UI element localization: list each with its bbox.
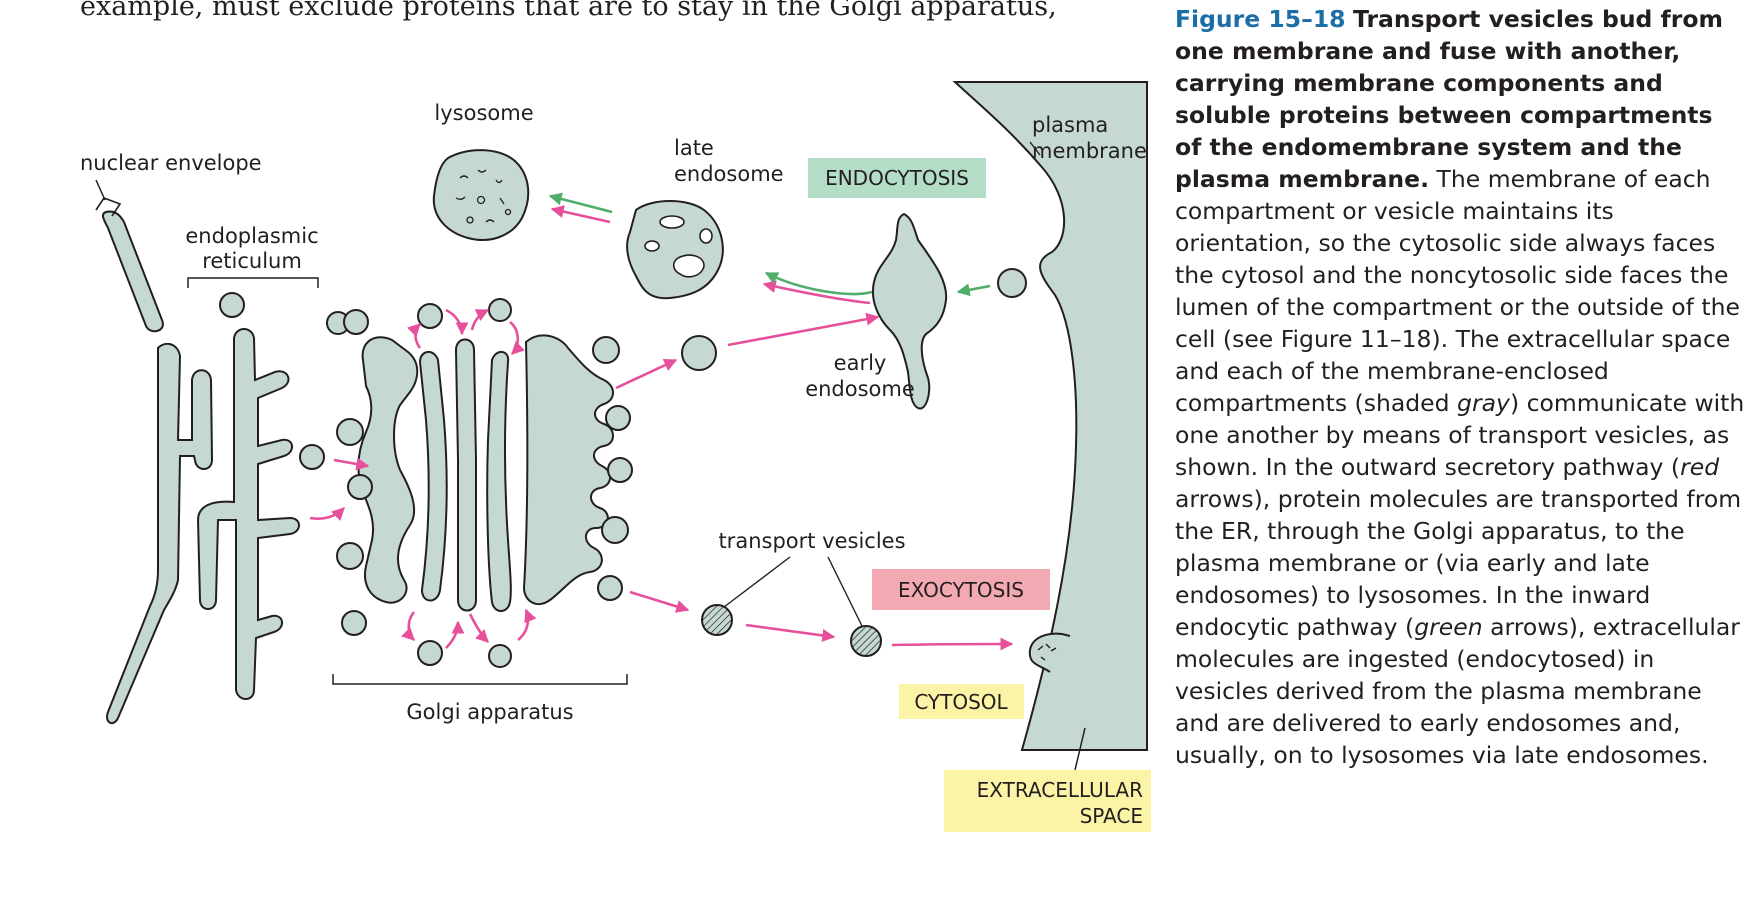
caption-text-1: The membrane of each compartment or vesi… [1175,165,1740,417]
released-cargo [1037,643,1057,661]
transport-vesicles-label: transport vesicles [718,529,905,553]
lysosome-label: lysosome [434,101,533,125]
early-endosome-label-line2: endosome [805,377,915,401]
golgi-to-endosome-vesicle [681,335,717,371]
nuclear-envelope-bracket [95,197,122,217]
exocytosis-box [872,569,1050,610]
nuclear-envelope-pointer [95,179,106,201]
late-endosome-lumen-vesicles [644,215,713,278]
caption-text-red: red [1680,453,1720,481]
golgi-apparatus [336,298,633,668]
secretory-arrows [309,205,1014,651]
extracellular-label-line2: SPACE [1080,804,1143,828]
body-text-fragment: example, must exclude proteins that are … [80,0,1057,22]
endocytic-vesicle [997,268,1027,298]
caption-title: Transport vesicles bud from one membrane… [1175,5,1723,193]
nuclear-envelope [101,210,164,333]
transport-vesicle-2 [850,625,882,657]
late-endosome-label-line2: endosome [674,162,784,186]
transport-vesicles-pointers [723,556,863,627]
early-endosome-label-line1: early [834,351,887,375]
late-endosome-label-line1: late [674,136,714,160]
extracellular-label-line1: EXTRACELLULAR [977,778,1143,802]
cytosol-label: CYTOSOL [914,690,1008,714]
early-endosome [872,212,948,410]
endocytosis-box [808,158,986,198]
endocytic-arrows [548,192,991,297]
caption-figure-number: Figure 15–18 [1175,5,1346,33]
caption-text-2: ) communicate with one another by means … [1175,389,1745,481]
exocytosis-label: EXOCYTOSIS [898,578,1024,602]
endoplasmic-reticulum [106,292,350,725]
plasma-membrane-label-line1: plasma [1032,113,1108,137]
er-bracket [187,277,319,288]
er-label-line1: endoplasmic [185,224,318,248]
plasma-membrane [952,81,1148,751]
er-label-line2: reticulum [202,249,302,273]
golgi-apparatus-label: Golgi apparatus [406,700,573,724]
plasma-membrane-pointer [1029,141,1041,156]
golgi-bracket [332,674,628,685]
lysosome-contents [455,169,512,224]
cytosol-box [899,684,1024,719]
exocytosis-fusion-site [1028,632,1071,673]
endomembrane-diagram: ENDOCYTOSIS EXOCYTOSIS CYTOSOL EXTRACELL… [80,81,1151,832]
nuclear-envelope-label: nuclear envelope [80,151,262,175]
extracellular-pointer [1074,727,1086,771]
endocytosis-label: ENDOCYTOSIS [825,166,969,190]
caption-text-3: arrows), protein molecules are transport… [1175,485,1742,641]
caption-text-green: green [1414,613,1483,641]
figure-caption: Figure 15–18 Transport vesicles bud from… [1175,3,1745,771]
transport-vesicle-1 [701,604,733,636]
lysosome [432,149,530,241]
caption-text-gray: gray [1457,389,1510,417]
extracellular-space-box [944,770,1151,832]
caption-text-4: arrows), extracellular molecules are ing… [1175,613,1740,769]
plasma-membrane-label-line2: membrane [1032,139,1147,163]
